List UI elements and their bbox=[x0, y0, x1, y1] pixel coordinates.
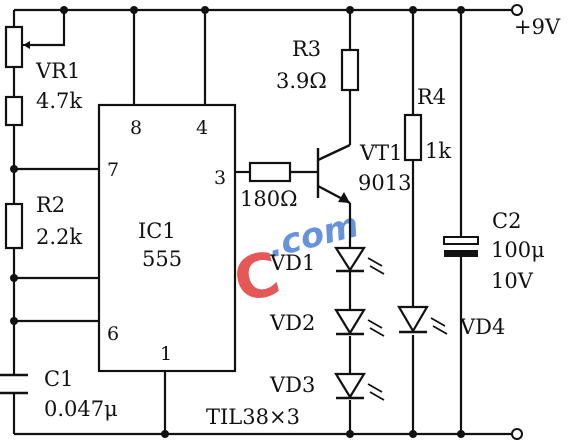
ground-terminal bbox=[511, 428, 523, 440]
junctions bbox=[10, 6, 465, 438]
ic-part: 555 bbox=[142, 247, 182, 271]
junction-dot bbox=[10, 317, 18, 325]
c2-voltage: 10V bbox=[491, 269, 534, 293]
c1-capacitor bbox=[0, 373, 28, 395]
pin-1-label: 1 bbox=[160, 343, 172, 365]
junction-dot bbox=[457, 430, 465, 438]
r2-value: 2.2k bbox=[36, 225, 82, 249]
junction-dot bbox=[409, 6, 417, 14]
vd4-led bbox=[397, 305, 448, 335]
junction-dot bbox=[161, 430, 169, 438]
base-resistor bbox=[248, 161, 292, 183]
vr1-value: 4.7k bbox=[36, 89, 82, 113]
junction-dot bbox=[10, 274, 18, 282]
vt1-ref: VT1 bbox=[359, 141, 403, 165]
vt1-transistor bbox=[316, 143, 351, 205]
r4-ref: R4 bbox=[417, 85, 446, 109]
junction-dot bbox=[346, 430, 354, 438]
junction-dot bbox=[10, 165, 18, 173]
vd3-led bbox=[334, 372, 385, 401]
r4-resistor bbox=[403, 113, 423, 162]
junction-dot bbox=[60, 6, 68, 14]
vt1-part: 9013 bbox=[358, 171, 411, 195]
pin-7-label: 7 bbox=[107, 159, 119, 181]
pin-8-label: 8 bbox=[130, 117, 142, 139]
junction-dot bbox=[346, 6, 354, 14]
junction-dot bbox=[457, 6, 465, 14]
vd2-led bbox=[334, 308, 385, 337]
junction-dot bbox=[201, 6, 209, 14]
c2-value: 100μ bbox=[491, 238, 545, 262]
ic-name: IC1 bbox=[138, 219, 176, 243]
pin-6-label: 6 bbox=[107, 323, 119, 345]
r3-resistor bbox=[340, 48, 360, 92]
vd4-ref: VD4 bbox=[459, 315, 505, 339]
vd3-ref: VD3 bbox=[269, 373, 315, 397]
vr1-potentiometer bbox=[4, 25, 30, 69]
wires bbox=[12, 8, 512, 436]
vd1-led bbox=[333, 246, 385, 275]
pin-4-label: 4 bbox=[196, 117, 208, 139]
vr1-wiper-wire bbox=[28, 10, 66, 47]
pin-3-label: 3 bbox=[214, 167, 226, 189]
base-resistor-value: 180Ω bbox=[240, 187, 298, 211]
supply-label: +9V bbox=[514, 15, 561, 39]
c2-capacitor bbox=[443, 236, 479, 257]
r2-resistor bbox=[4, 202, 24, 250]
ic-555-body bbox=[97, 103, 237, 373]
c2-ref: C2 bbox=[492, 209, 521, 233]
vr1-series-resistor bbox=[4, 95, 24, 127]
vr1-ref: VR1 bbox=[35, 59, 80, 83]
r3-ref: R3 bbox=[292, 37, 321, 61]
r4-value: 1k bbox=[425, 139, 451, 163]
vd1-ref: VD1 bbox=[269, 251, 315, 275]
supply-terminal bbox=[511, 4, 523, 16]
junction-dot bbox=[409, 430, 417, 438]
c1-value: 0.047μ bbox=[44, 397, 118, 421]
vd2-ref: VD2 bbox=[269, 311, 315, 335]
c1-ref: C1 bbox=[44, 367, 73, 391]
led-part-label: TIL38×3 bbox=[206, 405, 300, 429]
r3-value: 3.9Ω bbox=[276, 69, 327, 93]
junction-dot bbox=[130, 6, 138, 14]
r2-ref: R2 bbox=[36, 193, 65, 217]
